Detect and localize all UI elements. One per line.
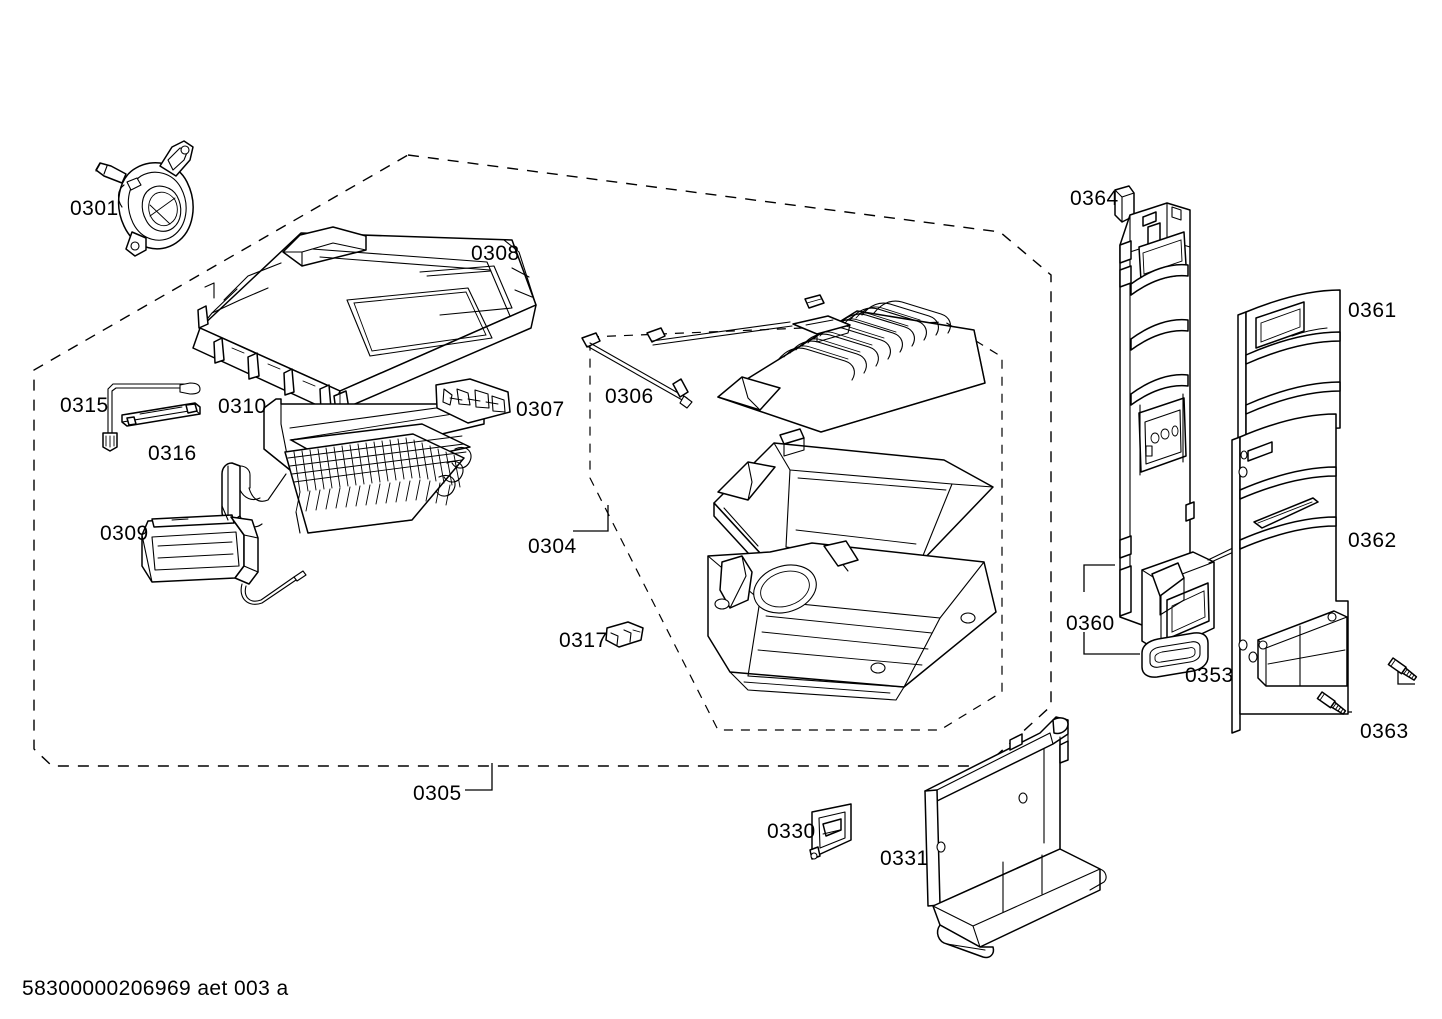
part-0304-ribbed-duct-cover [717, 300, 986, 433]
part-0308-evaporator-cover [192, 226, 537, 420]
evaporator-coil [221, 423, 472, 534]
part-label-0363: 0363 [1360, 720, 1409, 743]
part-label-0305: 0305 [413, 782, 462, 805]
part-label-0308: 0308 [471, 242, 520, 265]
part-0361-upper-door-liner [1237, 289, 1341, 459]
document-footer-code: 58300000206969 aet 003 a [22, 977, 289, 1000]
part-0317-retaining-clip [605, 621, 644, 648]
part-label-0361: 0361 [1348, 299, 1397, 322]
part-0360-vertical-rail [1119, 202, 1251, 654]
part-label-0362: 0362 [1348, 529, 1397, 552]
part-label-0307: 0307 [516, 398, 565, 421]
part-0304-duct-tray [713, 428, 994, 567]
part-0304-duct-housing [707, 540, 997, 701]
part-label-0309: 0309 [100, 522, 149, 545]
part-0364-cover-cap [1114, 185, 1135, 223]
part-0353-gasket-seal [1141, 632, 1209, 678]
part-0309-defrost-heater [141, 505, 307, 605]
part-label-0315: 0315 [60, 394, 109, 417]
part-label-0316: 0316 [148, 442, 197, 465]
part-0301-fan-housing [95, 140, 194, 257]
part-0307-harness-holder [435, 378, 511, 424]
part-label-0301: 0301 [70, 197, 119, 220]
part-label-0304: 0304 [528, 535, 577, 558]
part-0363-screws [1316, 657, 1418, 715]
part-0330-handle-cap [809, 803, 852, 860]
part-0306-sensor-cable [581, 321, 793, 409]
part-label-0330: 0330 [767, 820, 816, 843]
part-label-0360: 0360 [1066, 612, 1115, 635]
duct-small-clip [804, 294, 825, 309]
part-0315-temperature-sensor [102, 382, 201, 452]
part-label-0317: 0317 [559, 629, 608, 652]
part-label-0353: 0353 [1185, 664, 1234, 687]
part-label-0364: 0364 [1070, 187, 1119, 210]
part-0316-sensor-clip [121, 402, 201, 427]
part-label-0310: 0310 [218, 395, 267, 418]
part-label-0331: 0331 [880, 847, 929, 870]
part-0331-drawer-frame [924, 716, 1107, 959]
part-label-0306: 0306 [605, 385, 654, 408]
part-0362-lower-door-liner [1231, 413, 1349, 734]
